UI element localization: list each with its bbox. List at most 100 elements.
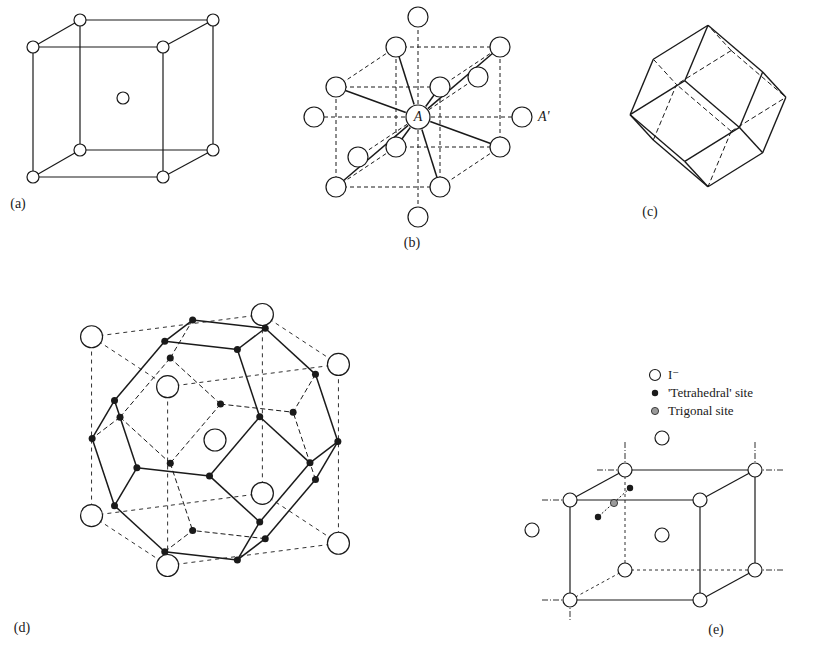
tetrahedral-site-dot [234,556,241,563]
lattice-line [162,47,163,177]
visible-edge [708,25,763,72]
visible-edge [92,438,114,505]
tetrahedral-site-dot [312,371,319,378]
lattice-line [418,27,419,104]
atom-circle [618,463,632,477]
visible-edge [115,468,137,506]
hidden-edge [731,51,786,98]
tetrahedral-site-dot [627,485,633,491]
lattice-line [396,47,500,48]
atom-label: A [413,109,424,124]
panel-label: (e) [708,622,724,637]
atom-circle [326,177,346,197]
atom-circle [748,563,762,577]
panel-label: (d) [14,620,30,635]
legend-symbol-shape [652,390,658,396]
legend-row: I⁻ [648,366,679,384]
lattice-line [163,20,213,47]
legend-symbol [648,386,662,400]
visible-edge [315,442,337,480]
atom-circle [27,41,39,53]
lattice-line [625,470,626,570]
atom-circle [207,14,219,26]
lattice-line [33,20,80,47]
atom-circle [81,505,103,527]
bcc-sites-e [525,431,785,622]
lattice-line [422,129,437,177]
legend-row: 'Tetrahedral' site [648,384,753,402]
lattice-line [570,599,700,600]
visible-edge [260,417,310,463]
legend-text: Trigonal site [668,403,734,419]
tetrahedral-site-dot [133,464,140,471]
lattice-line [344,125,409,180]
atom-circle [348,147,368,167]
atom-label: A' [537,109,551,124]
tetrahedral-site-dot [234,346,241,353]
cell-edge [92,516,168,566]
lattice-line [402,127,410,138]
lattice-line [324,117,405,118]
tetrahedral-site-dot [111,397,118,404]
hidden-edge [170,320,192,358]
atom-circle [251,482,273,504]
lattice-line [440,47,500,87]
tetrahedral-site-dot [306,459,313,466]
atom-circle [74,144,86,156]
visible-edge [237,328,265,349]
cell-edge [168,364,339,386]
lattice-line [625,570,755,571]
tetrahedral-site-dot [89,435,96,442]
tetrahedral-site-dot [189,527,196,534]
atom-circle [386,37,406,57]
atom-circle [157,555,179,577]
atom-circle [327,532,349,554]
tetrahedral-site-dot [595,514,601,520]
lattice-line [336,87,337,187]
legend-symbol [648,404,662,418]
atom-circle [512,107,532,127]
atom-circle [490,137,510,157]
lattice-line [396,47,397,147]
visible-edge [763,72,786,97]
tetrahedral-site-dot [167,460,174,467]
lattice-line [570,470,625,500]
atom-circle [327,353,349,375]
visible-edge [115,506,165,552]
visible-edge [165,341,238,349]
atom-circle [408,7,428,27]
atom-circle [430,77,450,97]
atom-circle [204,429,226,451]
hidden-edge [170,358,220,404]
legend-row: Trigonal site [648,402,734,420]
cell-edge [262,314,263,493]
lattice-line [336,147,396,187]
atom-circle [655,431,669,445]
bcc-cube-a [27,14,219,183]
lattice-line [699,500,700,600]
lattice-line [700,470,755,500]
lattice-line [33,176,163,177]
atom-circle [251,303,273,325]
tetrahedral-site-dot [111,502,118,509]
hidden-edge [165,531,193,552]
lattice-line [754,470,755,570]
lattice-line [570,570,625,600]
atom-circle [304,107,324,127]
tetrahedral-site-dot [334,438,341,445]
atom-circle [748,463,762,477]
legend-text: I⁻ [668,367,679,383]
visible-edge [739,72,762,127]
lattice-line [430,121,490,143]
cell-edge [167,387,168,566]
tetrahedral-site-dot [206,472,213,479]
visible-edge [685,81,740,128]
visible-edge [630,59,653,114]
lattice-line [418,130,419,207]
legend-text: 'Tetrahedral' site [668,385,753,401]
hidden-edge [92,417,120,438]
atom-circle [326,77,346,97]
panel-label: (b) [404,235,420,250]
